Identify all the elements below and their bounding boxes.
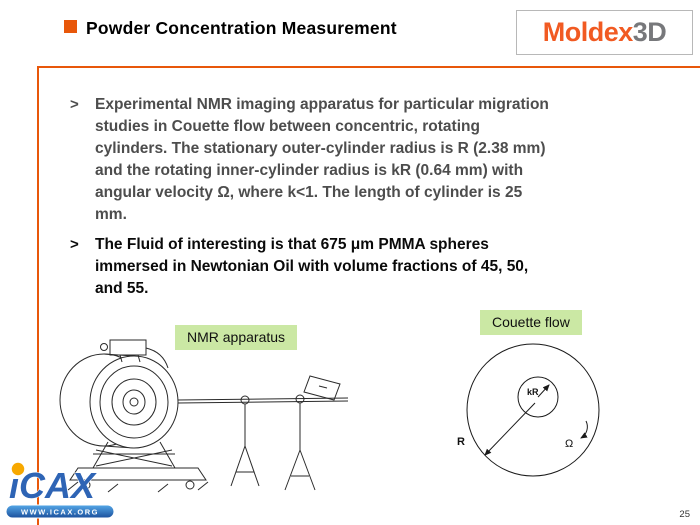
nmr-apparatus-label: NMR apparatus [175, 325, 298, 350]
base-brace [95, 449, 173, 467]
omega-label: Ω [565, 438, 573, 450]
sample-rod [177, 400, 349, 404]
top-device-tube [119, 354, 123, 363]
icax-url-text: WWW.ICAX.ORG [21, 508, 99, 517]
couette-flow-label: Couette flow [480, 310, 582, 335]
top-device-knob [100, 343, 108, 351]
floor-hatch [67, 481, 79, 491]
bullet-text-apparatus: Experimental NMR imaging apparatus for p… [95, 96, 549, 223]
logo-text-3d: 3D [632, 17, 667, 47]
icax-sun-icon [10, 461, 26, 477]
floor-hatch [157, 483, 169, 493]
top-divider-line [37, 66, 700, 68]
bullet-item-2: > The Fluid of interesting is that 675 μ… [70, 234, 682, 300]
outer-cylinder-circle [466, 343, 600, 477]
sample-rod [177, 397, 349, 401]
left-divider-line [37, 66, 39, 525]
logo-text-moldex: Moldex [542, 17, 634, 47]
top-device-tube [137, 354, 141, 363]
drum-ring-2 [111, 378, 157, 426]
icax-url-banner [5, 504, 115, 519]
stand-leg [230, 445, 246, 487]
base-leg [92, 441, 109, 469]
plate-detail [318, 385, 328, 389]
inner-radius-arrow [537, 384, 550, 398]
bullet-marker: > [70, 236, 79, 253]
rod-clamp [240, 395, 250, 405]
stand-leg [284, 449, 301, 491]
bullet-list: > Experimental NMR imaging apparatus for… [70, 94, 682, 300]
inner-cylinder-circle [517, 376, 559, 418]
drum-front-face [89, 355, 179, 449]
rotation-arrow [580, 420, 588, 439]
inner-radius-label: kR [527, 387, 539, 397]
nmr-apparatus-drawing [59, 339, 349, 493]
title-accent-square [64, 20, 77, 33]
top-device [109, 339, 147, 356]
page-title: Powder Concentration Measurement [86, 18, 397, 38]
outer-radius-arrow [484, 402, 536, 456]
floor-hatch [107, 483, 119, 493]
drum-ring-3 [122, 389, 146, 415]
stand-leg [299, 449, 316, 491]
base-wheel [185, 480, 195, 490]
base-platform [69, 467, 207, 481]
base-wheel [81, 480, 91, 490]
icax-logo: iCAX WWW.ICAX.ORG [5, 461, 115, 519]
bullet-item-1: > Experimental NMR imaging apparatus for… [70, 94, 682, 226]
bullet-text-fluid: The Fluid of interesting is that 675 μm … [95, 236, 529, 297]
floor-hatch [197, 481, 209, 491]
drum-ring-1 [99, 365, 169, 439]
drum-hub [129, 397, 139, 407]
outer-radius-label: R [457, 436, 465, 448]
bullet-marker: > [70, 96, 79, 113]
page-number: 25 [679, 509, 690, 520]
stand-leg [244, 445, 260, 487]
tilted-plate [303, 375, 341, 401]
base-leg [159, 441, 176, 469]
top-device-cable [145, 347, 169, 369]
couette-flow-diagram: kR R Ω [457, 343, 600, 477]
